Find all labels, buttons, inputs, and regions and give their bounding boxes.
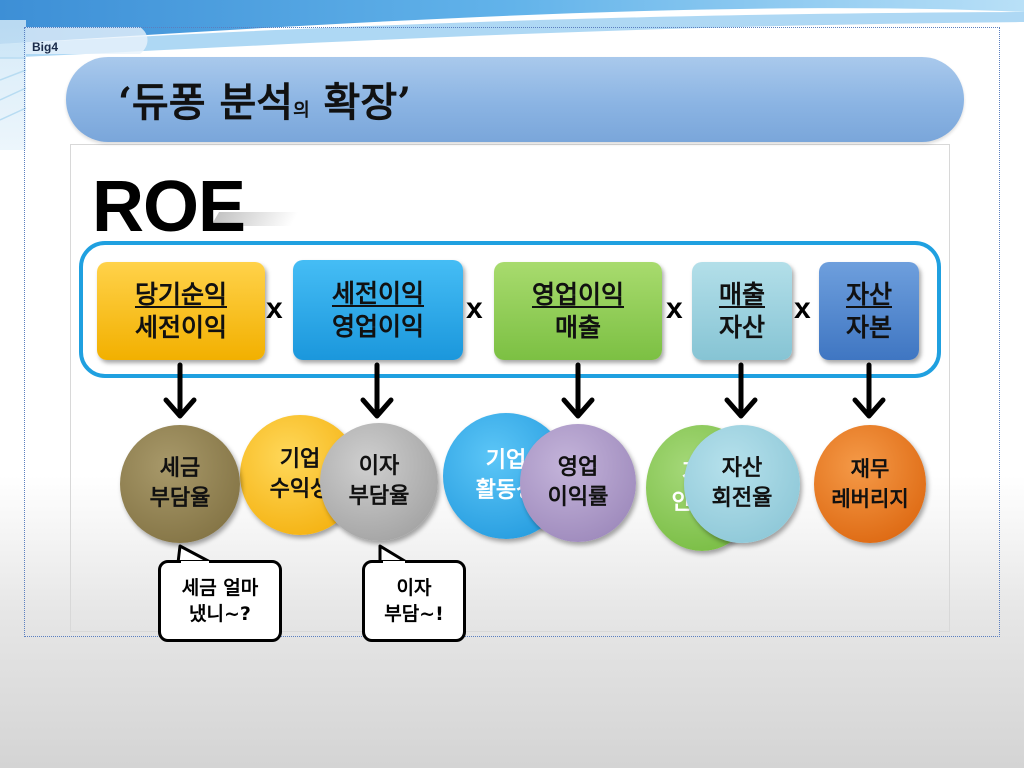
title-main: ‘듀퐁 분석	[118, 79, 294, 126]
circle-line1: 이자	[358, 454, 400, 479]
arrow-down-icon	[561, 362, 595, 419]
ratio-denominator: 세전이익	[134, 313, 227, 342]
circle-operating-margin: 영업 이익률	[520, 424, 636, 542]
circle-line1: 재무	[850, 457, 890, 481]
ratio-numerator: 매출	[718, 280, 765, 309]
brand-label: Big4	[32, 40, 59, 54]
bubble-line2: 냈니~?	[189, 603, 251, 625]
circle-line1: 기업	[279, 447, 321, 472]
bubble-line1: 세금 얼마	[181, 577, 259, 599]
speech-bubble-interest: 이자 부담~!	[362, 560, 466, 642]
content-frame	[70, 144, 950, 632]
ratio-box-pretax: 세전이익 영업이익	[293, 260, 463, 360]
roe-heading: ROE	[92, 167, 246, 247]
slide-title: ‘듀퐁 분석의 확장’	[118, 70, 411, 128]
multiply-sign: x	[794, 292, 811, 325]
circle-interest-burden: 이자 부담율	[320, 423, 438, 541]
ratio-box-assets: 자산 자본	[819, 262, 919, 360]
circle-asset-turnover: 자산 회전율	[684, 425, 800, 543]
arrow-down-icon	[163, 362, 197, 419]
ratio-denominator: 매출	[554, 313, 601, 342]
circle-line2: 회전율	[711, 486, 773, 511]
circle-leverage: 재무 레버리지	[814, 425, 926, 543]
ratio-box-sales: 매출 자산	[692, 262, 792, 360]
circle-line1: 세금	[159, 456, 201, 481]
circle-line2: 레버리지	[831, 487, 909, 511]
circle-line1: 자산	[721, 456, 763, 481]
arrow-down-icon	[852, 362, 886, 419]
ratio-denominator: 자본	[845, 313, 892, 342]
circle-line2: 부담율	[149, 486, 211, 511]
circle-tax-burden: 세금 부담율	[120, 425, 240, 543]
circle-line1: 영업	[557, 455, 599, 480]
circle-line2: 이익률	[547, 485, 609, 510]
ratio-box-operating: 영업이익 매출	[494, 262, 662, 360]
multiply-sign: x	[266, 292, 283, 325]
bubble-line2: 부담~!	[384, 603, 444, 625]
slide-border	[24, 27, 1000, 637]
ratio-numerator: 자산	[845, 280, 892, 309]
ratio-numerator: 당기순익	[134, 280, 227, 309]
ratio-denominator: 자산	[718, 313, 765, 342]
title-bar	[66, 57, 964, 142]
multiply-sign: x	[666, 292, 683, 325]
ratio-box-net-income: 당기순익 세전이익	[97, 262, 265, 360]
arrow-down-icon	[724, 362, 758, 419]
multiply-sign: x	[466, 292, 483, 325]
background-swoosh	[0, 0, 1024, 150]
circle-line2: 부담율	[348, 484, 410, 509]
circle-line1: 기업	[485, 448, 527, 473]
title-particle: 의	[293, 100, 310, 121]
arrow-down-icon	[360, 362, 394, 419]
ratio-numerator: 영업이익	[531, 280, 624, 309]
ratio-numerator: 세전이익	[331, 279, 424, 308]
title-end: 확장’	[309, 79, 412, 126]
bubble-line1: 이자	[396, 577, 432, 599]
ratio-denominator: 영업이익	[331, 312, 424, 341]
speech-bubble-tax: 세금 얼마 냈니~?	[158, 560, 282, 642]
